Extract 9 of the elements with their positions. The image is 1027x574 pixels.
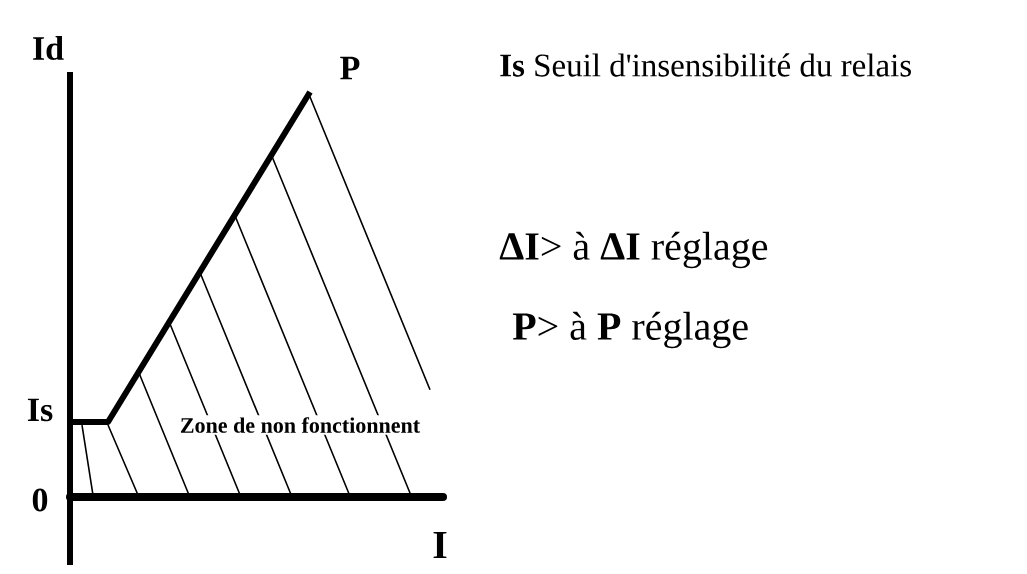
axis-label: I xyxy=(433,531,447,559)
condition-text: P> à P réglage xyxy=(512,311,748,349)
condition-text: ΔI> à ΔI réglage xyxy=(499,231,768,269)
axis-label: 0 xyxy=(32,488,48,512)
point-label: P xyxy=(340,56,360,80)
axis-label: Is xyxy=(27,398,53,422)
definition-text: Is Seuil d'insensibilité du relais xyxy=(500,53,911,77)
zone-label: Zone de non fonctionnent xyxy=(177,415,423,435)
axis-label: Id xyxy=(33,36,64,60)
